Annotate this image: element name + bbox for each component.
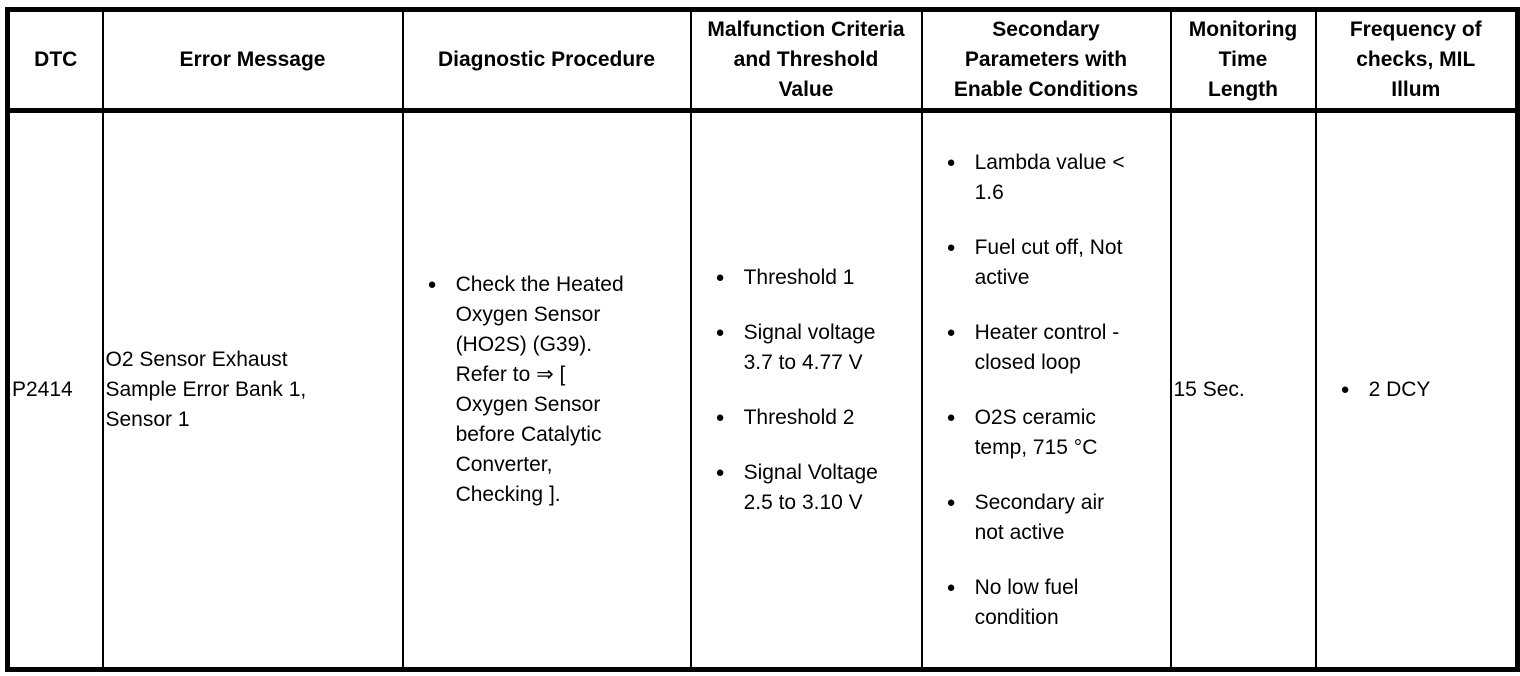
bullet-item: ● Heater control - closed loop	[947, 318, 1164, 378]
bullet-item: ● Secondary air not active	[947, 488, 1164, 548]
bullet-text: Signal Voltage 2.5 to 3.10 V	[743, 460, 878, 514]
bullet-text: No low fuel condition	[974, 575, 1079, 629]
cell-malfunction-criteria: ● Threshold 1 ● Signal voltage 3.7 to 4.77 …	[689, 109, 923, 671]
bullet-icon: ●	[715, 323, 725, 341]
cell-diagnostic-procedure: ● Check the Heated Oxygen Sensor (HO2S) (…	[401, 109, 692, 671]
bullet-item: ● O2S ceramic temp, 715 °C	[947, 403, 1164, 463]
bullet-icon: ●	[946, 408, 956, 426]
col-header-malfunction-criteria: Malfunction Criteria and Threshold Value	[689, 8, 923, 113]
cell-monitoring-time: 15 Sec.	[1169, 109, 1317, 671]
bullet-icon: ●	[715, 463, 725, 481]
col-header-monitoring-time: Monitoring Time Length	[1169, 8, 1317, 113]
bullet-icon: ●	[946, 578, 956, 596]
cell-error-message: O2 Sensor Exhaust Sample Error Bank 1, S…	[101, 109, 404, 671]
bullet-item: ● Fuel cut off, Not active	[947, 233, 1164, 293]
bullet-item: ● Signal voltage 3.7 to 4.77 V	[716, 318, 915, 378]
bullet-text: Secondary air not active	[974, 490, 1105, 544]
table-row: P2414 O2 Sensor Exhaust Sample Error Ban…	[6, 109, 1519, 671]
frequency-list: ● 2 DCY	[1319, 375, 1514, 405]
bullet-icon: ●	[946, 153, 956, 171]
bullet-text: Signal voltage 3.7 to 4.77 V	[743, 320, 876, 374]
bullet-icon: ●	[715, 268, 725, 286]
bullet-item: ● Threshold 2	[716, 403, 915, 433]
secondary-parameters-list: ● Lambda value < 1.6 ● Fuel cut off, Not ac…	[925, 148, 1168, 633]
bullet-item: ● 2 DCY	[1341, 375, 1510, 405]
bullet-item: ● Signal Voltage 2.5 to 3.10 V	[716, 458, 915, 518]
col-header-frequency: Frequency of checks, MIL Illum	[1314, 8, 1519, 113]
bullet-item: ● Check the Heated Oxygen Sensor (HO2S) (…	[428, 270, 684, 510]
bullet-text: Check the Heated Oxygen Sensor (HO2S) (G…	[455, 273, 624, 506]
bullet-text: Lambda value < 1.6	[974, 150, 1125, 204]
header-row: DTC Error Message Diagnostic Procedure M…	[6, 8, 1519, 113]
bullet-text: Heater control - closed loop	[974, 320, 1120, 374]
bullet-item: ● Lambda value < 1.6	[947, 148, 1164, 208]
bullet-text: Fuel cut off, Not active	[974, 235, 1123, 289]
bullet-icon: ●	[946, 323, 956, 341]
bullet-text: 2 DCY	[1368, 378, 1431, 401]
bullet-text: O2S ceramic temp, 715 °C	[974, 405, 1098, 459]
malfunction-criteria-list: ● Threshold 1 ● Signal voltage 3.7 to 4.77 …	[694, 263, 919, 518]
cell-frequency: ● 2 DCY	[1314, 109, 1519, 671]
bullet-text: Threshold 1	[743, 265, 855, 289]
cell-secondary-parameters: ● Lambda value < 1.6 ● Fuel cut off, Not ac…	[920, 109, 1172, 671]
diagnostic-procedure-list: ● Check the Heated Oxygen Sensor (HO2S) (…	[406, 270, 688, 510]
bullet-icon: ●	[715, 408, 725, 426]
col-header-dtc: DTC	[6, 8, 104, 113]
bullet-icon: ●	[1340, 381, 1350, 398]
bullet-icon: ●	[427, 276, 437, 293]
col-header-error-message: Error Message	[101, 8, 404, 113]
col-header-diagnostic-procedure: Diagnostic Procedure	[401, 8, 692, 113]
dtc-table: DTC Error Message Diagnostic Procedure M…	[5, 7, 1520, 672]
bullet-item: ● Threshold 1	[716, 263, 915, 293]
cell-dtc-code: P2414	[6, 109, 104, 671]
bullet-icon: ●	[946, 238, 956, 256]
col-header-secondary-parameters: Secondary Parameters with Enable Conditi…	[920, 8, 1172, 113]
bullet-text: Threshold 2	[743, 405, 855, 429]
bullet-icon: ●	[946, 493, 956, 511]
bullet-item: ● No low fuel condition	[947, 573, 1164, 633]
